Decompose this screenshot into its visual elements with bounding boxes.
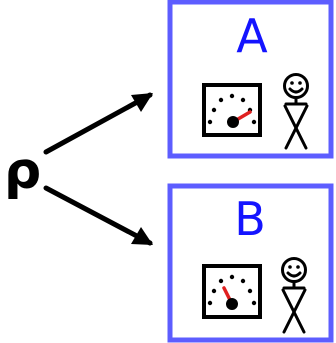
- arrow-to-b: [43, 185, 153, 246]
- box-a: A: [167, 0, 334, 159]
- box-a-label: A: [236, 9, 268, 63]
- measurement-meter-icon: [202, 83, 262, 137]
- measurement-meter-icon: [202, 264, 262, 319]
- source-state-rho: ρ: [4, 141, 41, 201]
- smiley-stick-figure-icon: [283, 73, 309, 150]
- box-b-label: B: [234, 192, 266, 246]
- box-b: B: [167, 183, 334, 343]
- arrow-to-a: [43, 92, 153, 155]
- smiley-stick-figure-icon: [281, 257, 307, 334]
